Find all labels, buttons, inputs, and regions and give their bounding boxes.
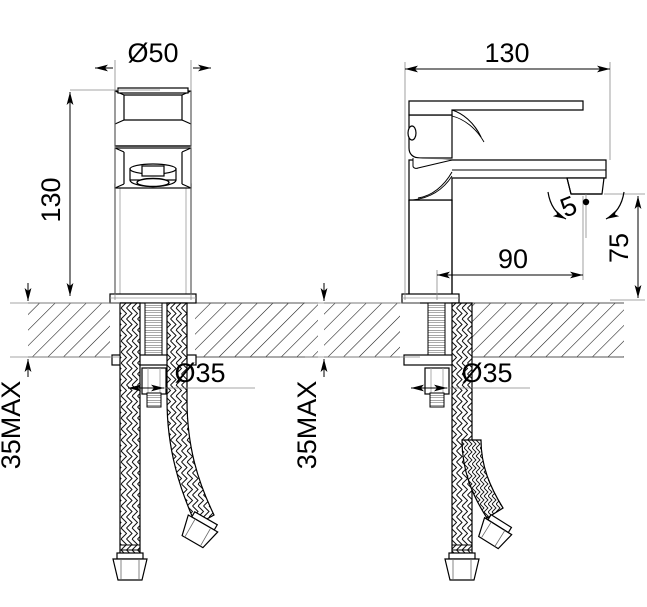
spout <box>408 159 607 201</box>
countertop <box>324 300 624 360</box>
mounting-hardware <box>111 302 197 408</box>
side-view <box>324 100 624 581</box>
cartridge-body <box>114 90 192 147</box>
dimension-height75: 75 <box>604 193 645 301</box>
dimension-max35-left-label: 35MAX <box>0 381 26 470</box>
dimension-reach90: 90 <box>436 196 584 300</box>
front-view <box>28 87 318 581</box>
dimension-dia50-label: Ø50 <box>127 38 178 68</box>
dimension-height130-label: 130 <box>36 177 66 222</box>
hose-hot <box>451 302 473 556</box>
dimension-max35-left: 35MAX <box>0 283 120 469</box>
hose-nut-2 <box>477 513 513 550</box>
dimension-dia50: Ø50 <box>95 38 211 300</box>
dimension-dia35-left: Ø35 <box>128 358 255 392</box>
hose-cold <box>461 439 504 519</box>
column <box>408 199 453 301</box>
dimension-dia35-right: Ø35 <box>411 358 530 392</box>
dimension-reach90-label: 90 <box>498 244 528 274</box>
deck-plate <box>109 293 197 304</box>
lever-handle <box>117 87 189 94</box>
cartridge-body <box>407 114 453 169</box>
lever-handle <box>408 100 584 143</box>
dimension-length130-label: 130 <box>484 38 529 68</box>
dimension-length130: 130 <box>404 38 611 300</box>
dimension-dia35-right-label: Ø35 <box>461 358 512 388</box>
deck-plate <box>401 293 460 304</box>
aerator <box>129 163 177 188</box>
dimension-dia35-left-label: Ø35 <box>174 358 225 388</box>
aerator <box>566 177 605 195</box>
dimension-max35-right: 35MAX <box>292 283 420 469</box>
dimension-height75-label: 75 <box>604 233 634 263</box>
column <box>114 183 192 301</box>
hose-nut-1 <box>112 552 148 581</box>
front-view-dimensions: Ø50 130 35MAX Ø35 <box>0 38 255 469</box>
hose-nut-1 <box>444 552 480 581</box>
hose-hot <box>119 302 141 556</box>
dimension-max35-right-label: 35MAX <box>292 381 322 470</box>
dimension-height130: 130 <box>36 89 160 296</box>
hose-nut-2 <box>181 510 219 549</box>
